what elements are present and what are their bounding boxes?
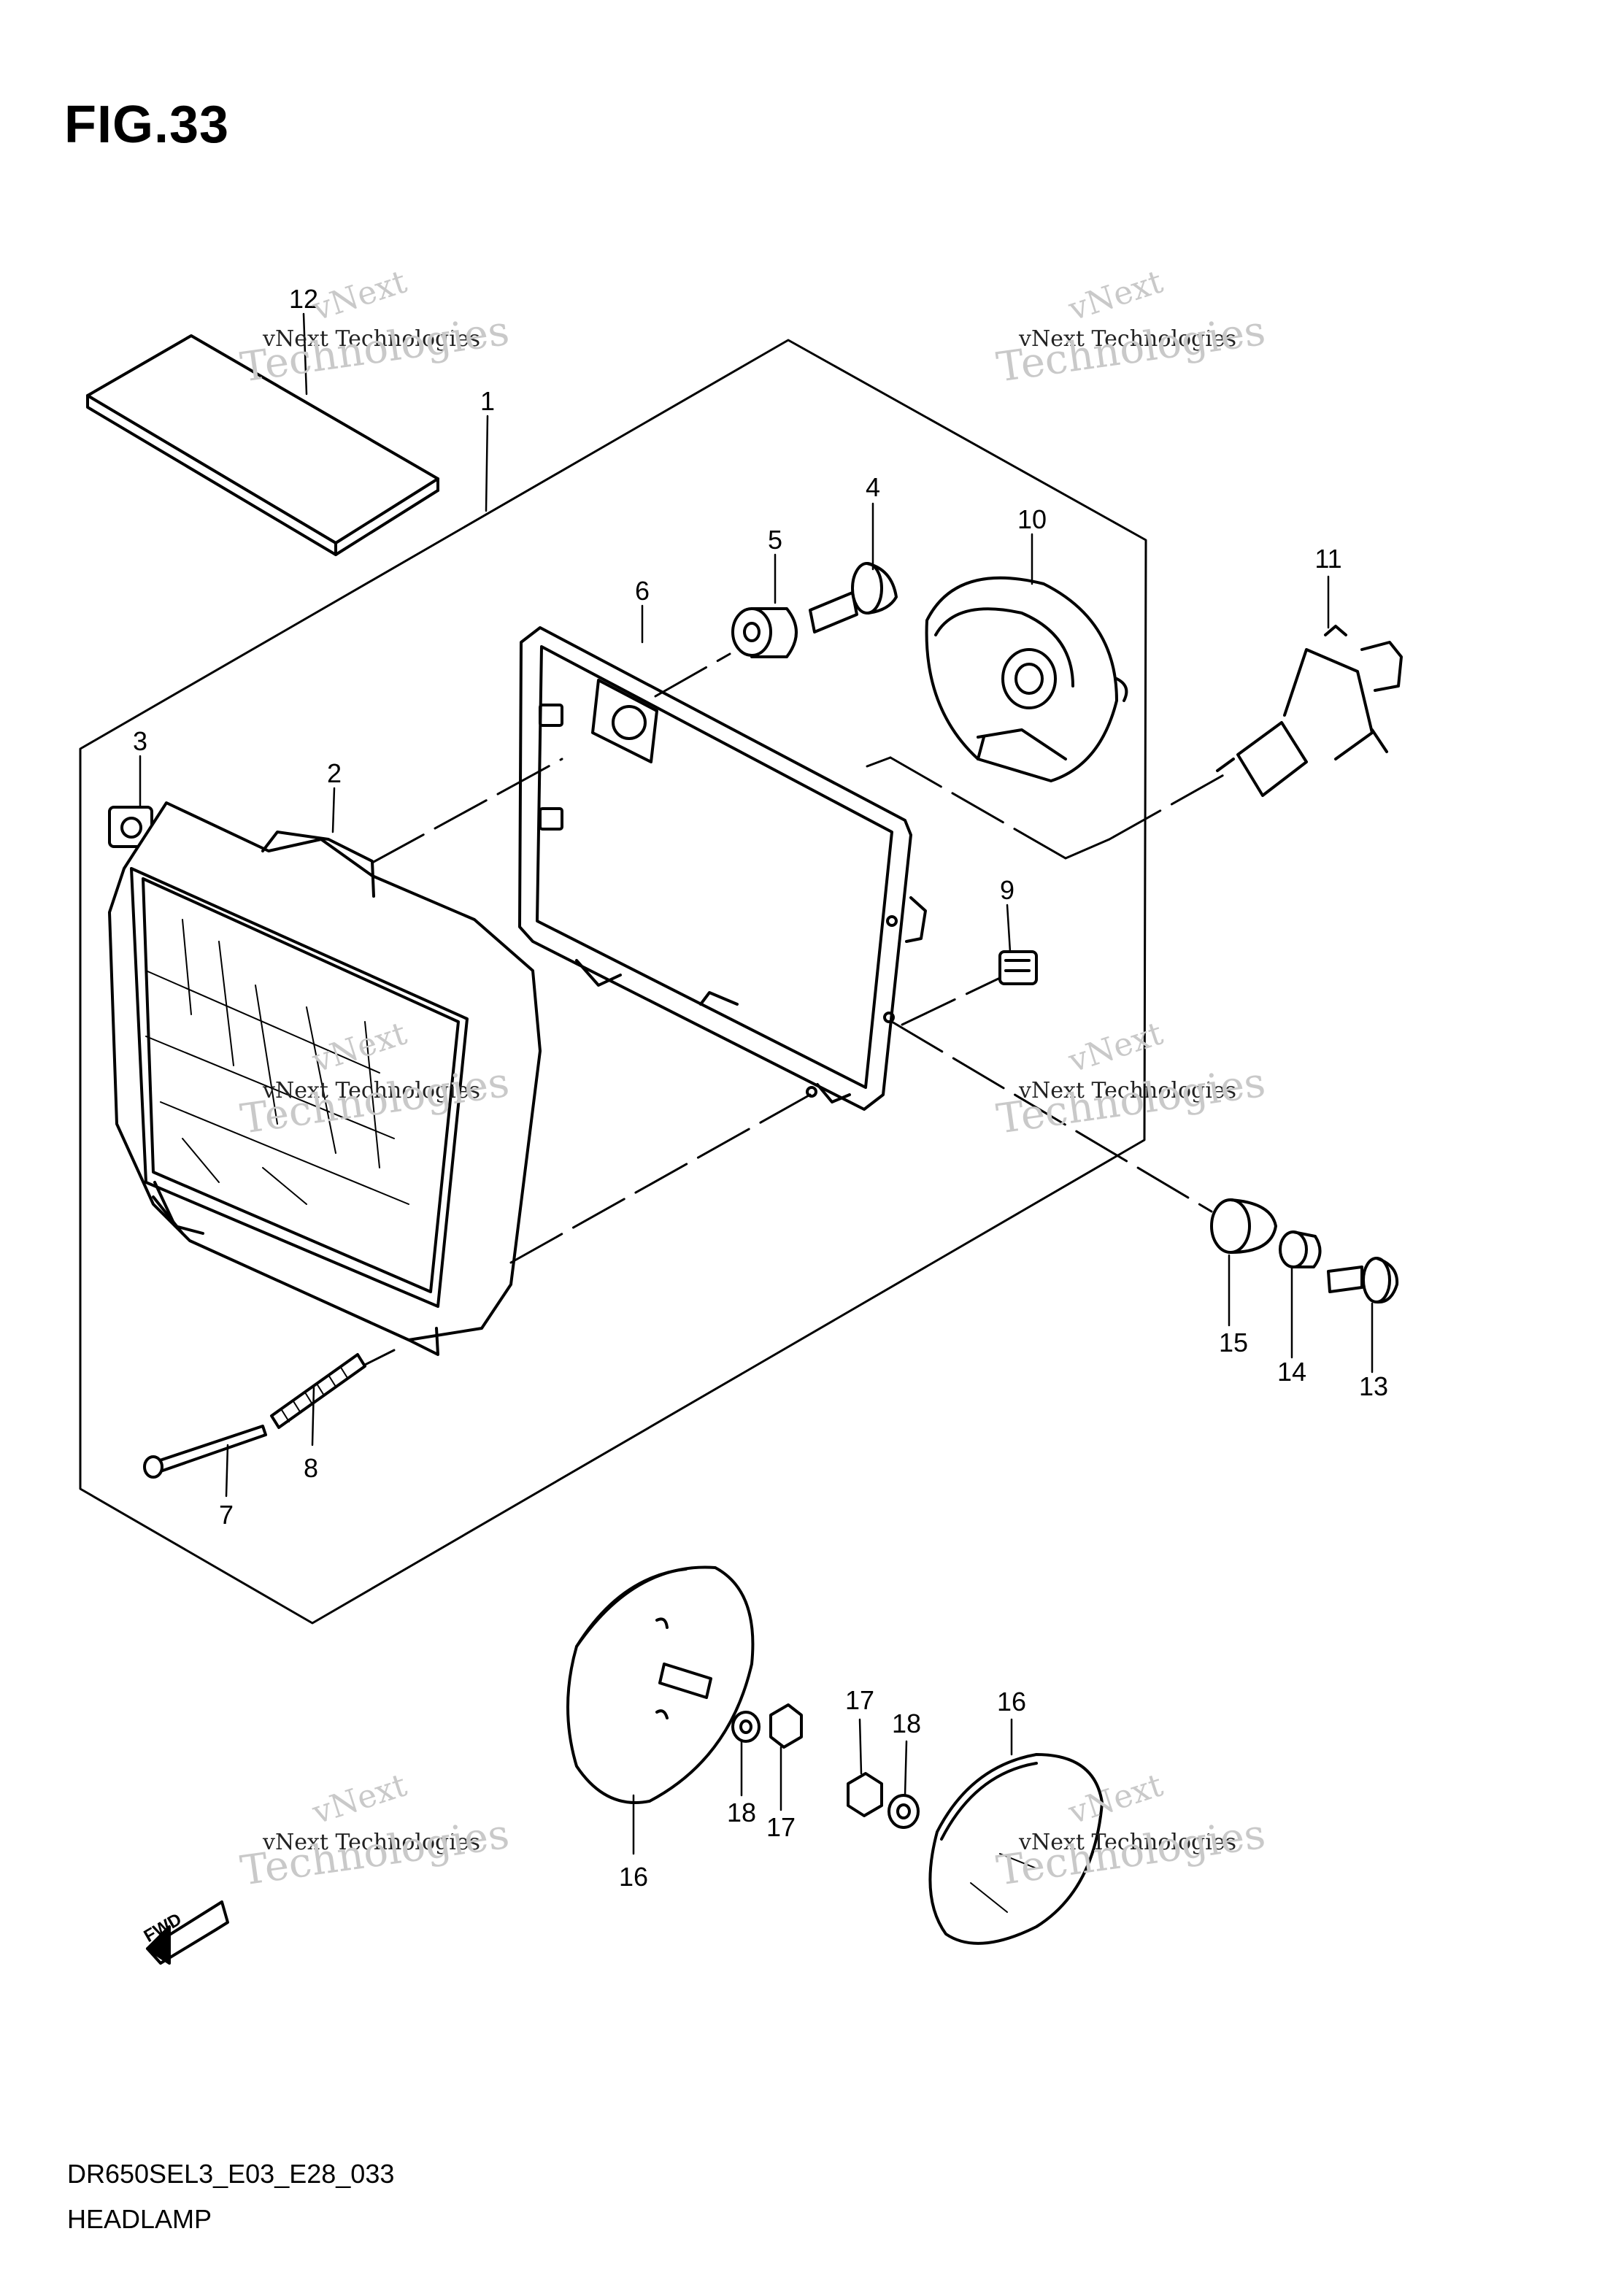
callout-6: 6	[634, 576, 650, 606]
part-17-nut-right	[847, 1772, 883, 1817]
callout-12: 12	[288, 284, 319, 314]
part-10-socket-cover	[925, 576, 1128, 782]
part-11-bulb	[1216, 625, 1403, 797]
callout-11: 11	[1314, 544, 1342, 574]
callout-15: 15	[1218, 1328, 1249, 1357]
part-17-nut-left	[769, 1703, 803, 1749]
part-9-clip	[998, 950, 1038, 985]
figure-title: FIG.33	[64, 96, 230, 154]
callout-16-lower: 16	[618, 1862, 649, 1892]
callout-3: 3	[132, 726, 148, 756]
callout-18-upper: 18	[891, 1708, 922, 1738]
part-5-grommet	[731, 607, 798, 658]
part-18-washer-left	[731, 1711, 761, 1743]
part-4-screw	[809, 562, 898, 633]
part-8-spring	[270, 1353, 366, 1429]
callout-2: 2	[326, 758, 342, 788]
callout-13: 13	[1358, 1371, 1389, 1401]
callout-16-upper: 16	[996, 1687, 1027, 1717]
callout-8: 8	[303, 1453, 319, 1483]
callout-1: 1	[480, 386, 496, 416]
callout-14: 14	[1277, 1357, 1307, 1387]
assembly-name: HEADLAMP	[67, 2204, 212, 2234]
part-13-screw	[1327, 1257, 1399, 1304]
part-6-headlamp-frame	[518, 626, 927, 1111]
part-16-cap-right	[928, 1753, 1104, 1945]
part-12-label-sheet	[86, 334, 439, 556]
part-7-adjusting-screw	[143, 1425, 267, 1479]
callout-7: 7	[218, 1500, 234, 1530]
part-3-nut	[108, 806, 153, 848]
callout-4: 4	[865, 472, 881, 502]
callout-9: 9	[999, 875, 1015, 905]
callout-10: 10	[1017, 504, 1047, 534]
callout-17-upper: 17	[844, 1685, 875, 1715]
part-18-washer-right	[887, 1794, 920, 1829]
part-15-grommet	[1210, 1198, 1277, 1254]
callout-17-lower: 17	[766, 1812, 796, 1842]
fwd-direction-arrow	[146, 1900, 229, 1965]
assembly-boundary	[79, 339, 1147, 1625]
callout-18-lower: 18	[726, 1798, 757, 1827]
assembly-guide-lines	[363, 652, 1228, 1366]
part-2-headlamp-unit	[108, 801, 542, 1356]
part-16-cap-left	[566, 1565, 755, 1804]
diagram-code: DR650SEL3_E03_E28_033	[67, 2159, 395, 2189]
part-14-collar	[1279, 1230, 1322, 1268]
callout-5: 5	[767, 525, 783, 555]
leader-lines	[139, 312, 1374, 1855]
